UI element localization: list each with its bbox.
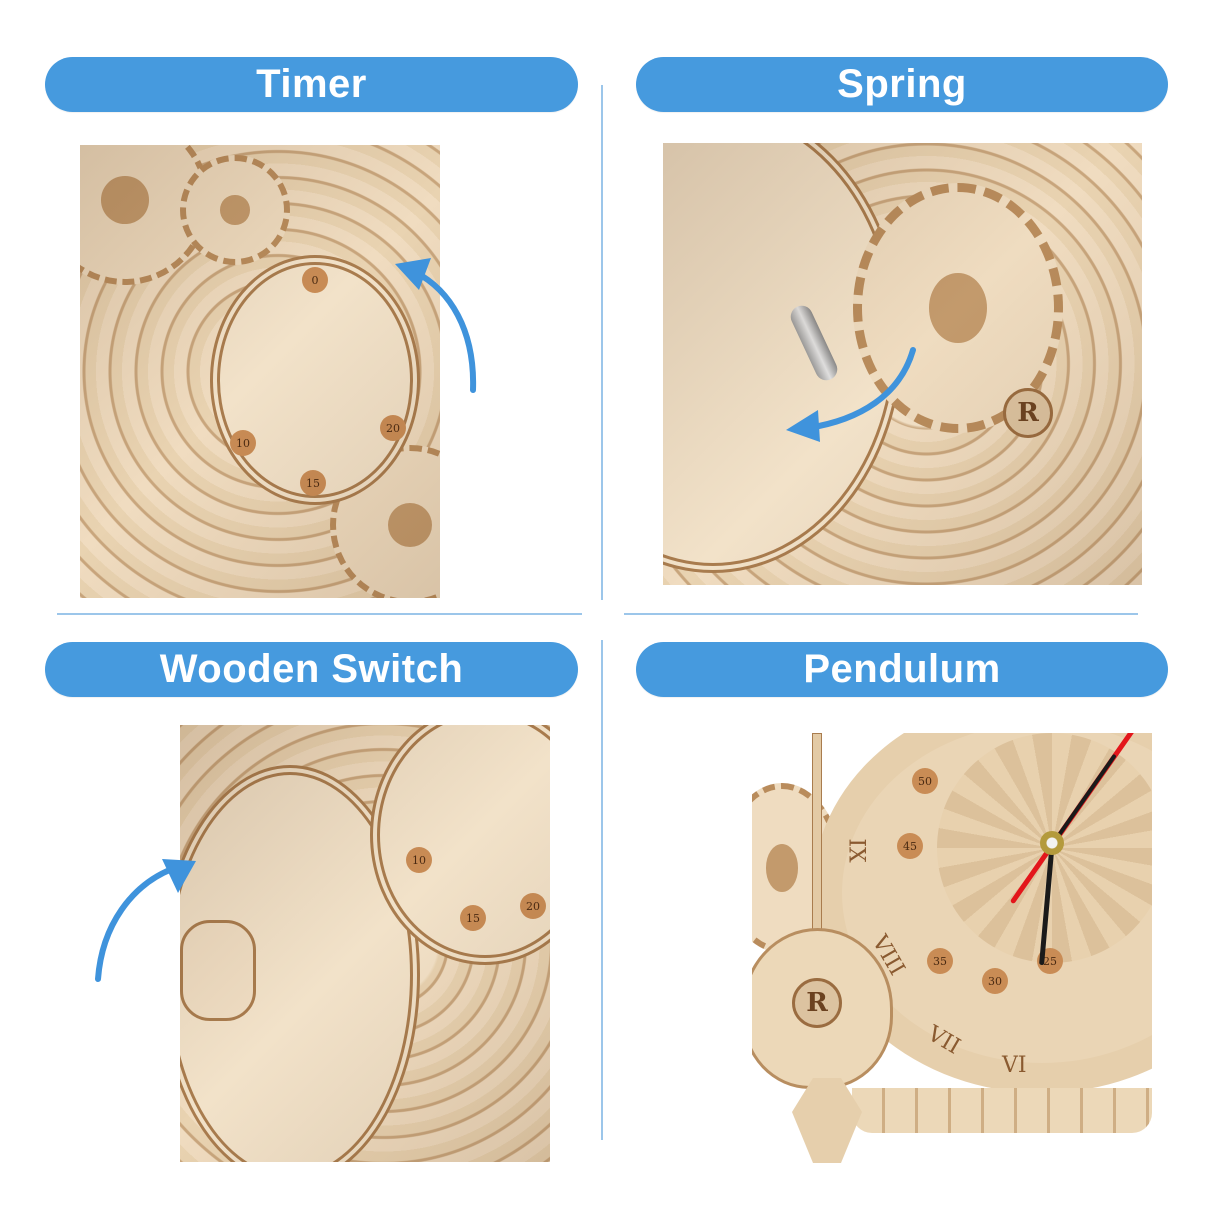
rotate-arrow-icon — [395, 258, 477, 393]
label-pill-spring: Spring — [636, 57, 1168, 112]
label-pill-timer: Timer — [45, 57, 578, 112]
label-text: Spring — [837, 62, 967, 106]
photo-pendulum: 50 45 35 30 25 IX VIII VII VI R — [752, 733, 1152, 1170]
photo-timer: 0 10 15 20 — [80, 145, 440, 598]
timer-dial — [210, 255, 420, 505]
pendulum-rod — [812, 733, 822, 940]
minute-mark-30: 30 — [982, 968, 1008, 994]
roman-ix: IX — [843, 838, 869, 863]
wind-direction-arrow-icon — [786, 347, 916, 442]
photo-wooden-switch: 10 15 20 — [180, 725, 550, 1162]
vertical-divider-bottom — [601, 640, 603, 1140]
dial-mark-15: 15 — [300, 470, 326, 496]
logo-medallion: R — [792, 978, 842, 1028]
roman-vi: VI — [1002, 1053, 1027, 1078]
label-text: Timer — [256, 62, 367, 106]
label-text: Wooden Switch — [159, 647, 464, 691]
dial-mark-10: 10 — [230, 430, 256, 456]
label-text: Pendulum — [803, 647, 1001, 691]
logo-medallion: R — [1003, 388, 1053, 438]
dial-mark-20: 20 — [520, 893, 546, 919]
clock-center-nut — [1040, 831, 1064, 855]
owl-feet — [852, 1088, 1152, 1133]
vertical-divider-top — [601, 85, 603, 600]
dial-mark-20: 20 — [380, 415, 406, 441]
label-pill-pendulum: Pendulum — [636, 642, 1168, 697]
minute-mark-35: 35 — [927, 948, 953, 974]
dial-mark-10: 10 — [406, 847, 432, 873]
switch-arrow-icon — [95, 859, 196, 982]
minute-mark-50: 50 — [912, 768, 938, 794]
wooden-switch-lever — [180, 920, 256, 1021]
minute-mark-45: 45 — [897, 833, 923, 859]
label-pill-wooden-switch: Wooden Switch — [45, 642, 578, 697]
photo-spring: R — [663, 143, 1142, 585]
horizontal-divider-right — [624, 613, 1138, 615]
gear-icon — [180, 155, 290, 265]
dial-mark-0: 0 — [302, 267, 328, 293]
horizontal-divider-left — [57, 613, 582, 615]
dial-mark-15: 15 — [460, 905, 486, 931]
